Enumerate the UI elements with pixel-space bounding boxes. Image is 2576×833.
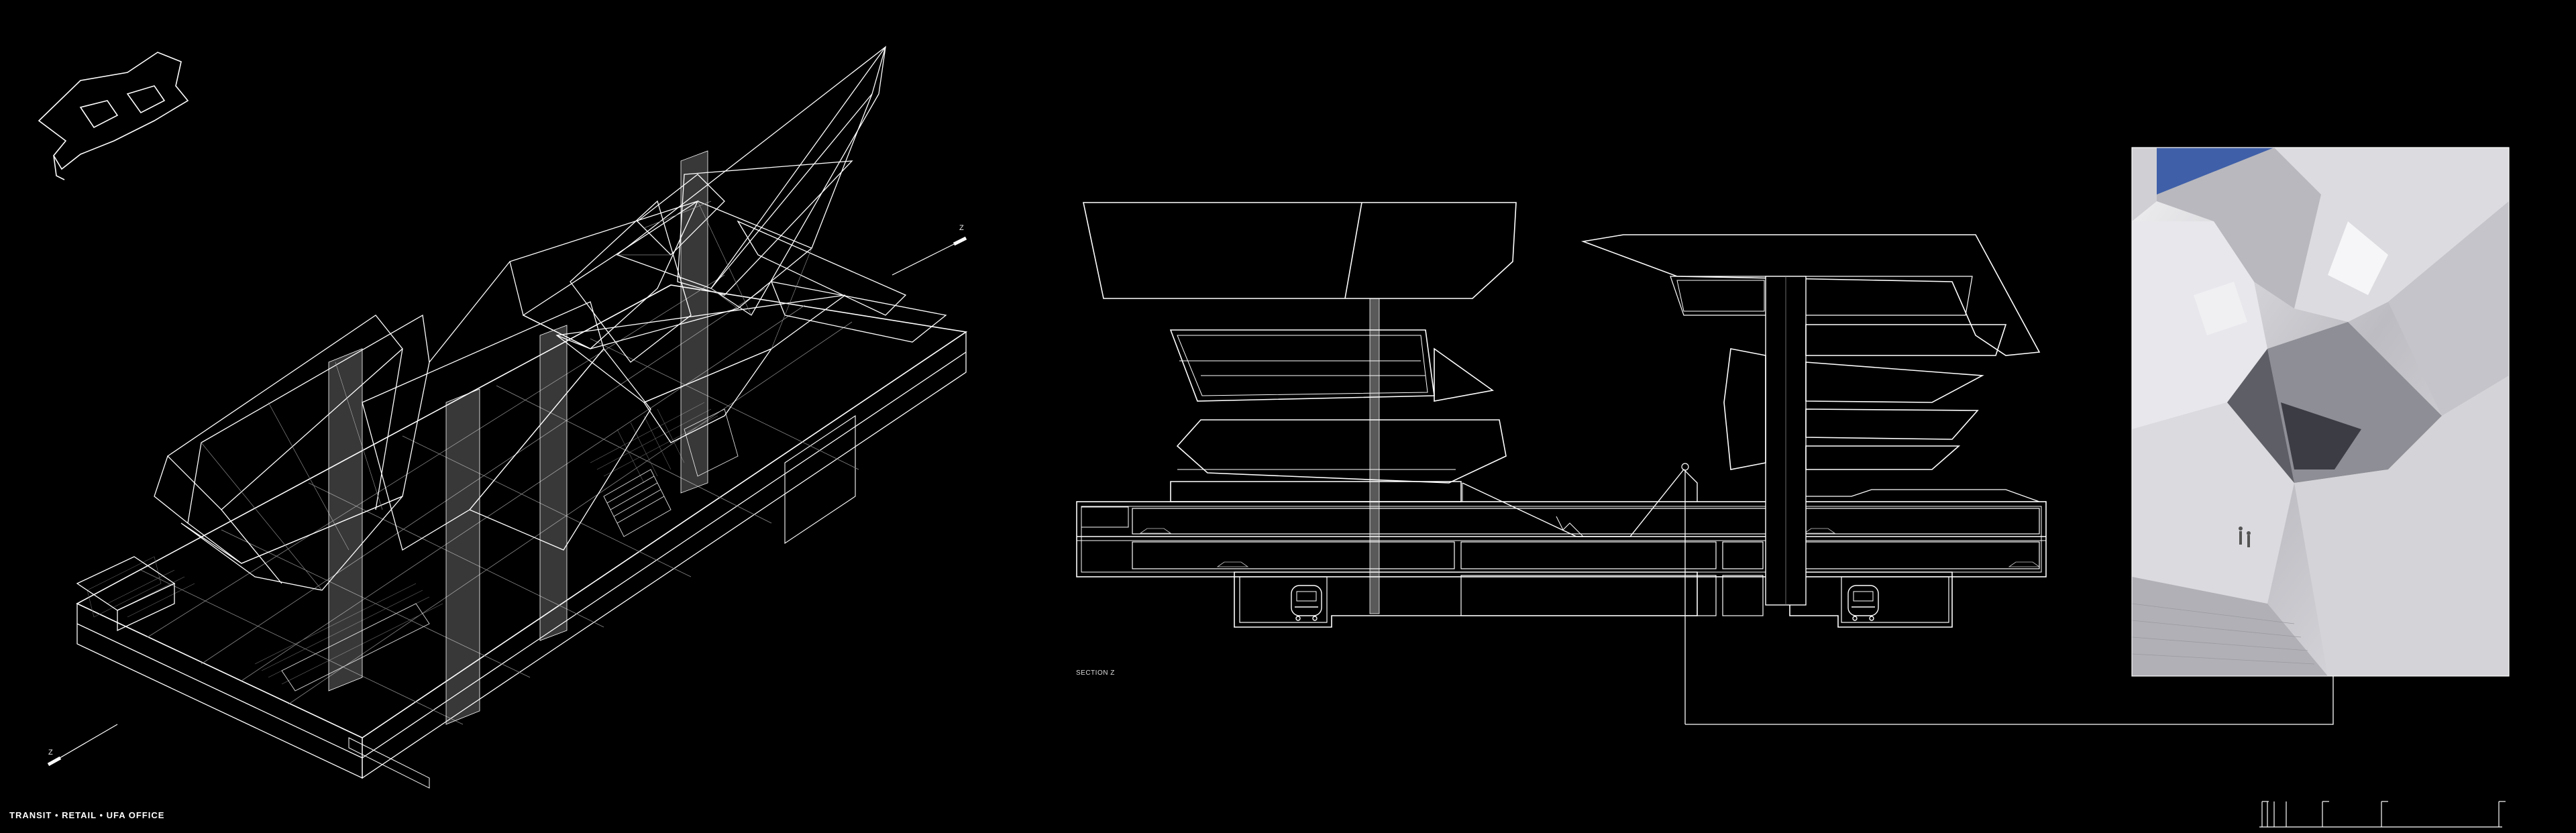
scale-bar-icon [2259, 801, 2506, 828]
section-drawing [1076, 202, 2334, 725]
board-title: TRANSIT • RETAIL • UFA OFFICE [9, 810, 165, 820]
axonometric-drawing [47, 46, 968, 789]
site-plan-icon [38, 52, 189, 180]
axis-label-bottom: Z [48, 748, 53, 757]
train-icon [1291, 585, 1322, 621]
interior-render [2131, 147, 2510, 677]
axis-label-top: Z [959, 224, 964, 232]
section-label: SECTION Z [1076, 669, 1115, 677]
